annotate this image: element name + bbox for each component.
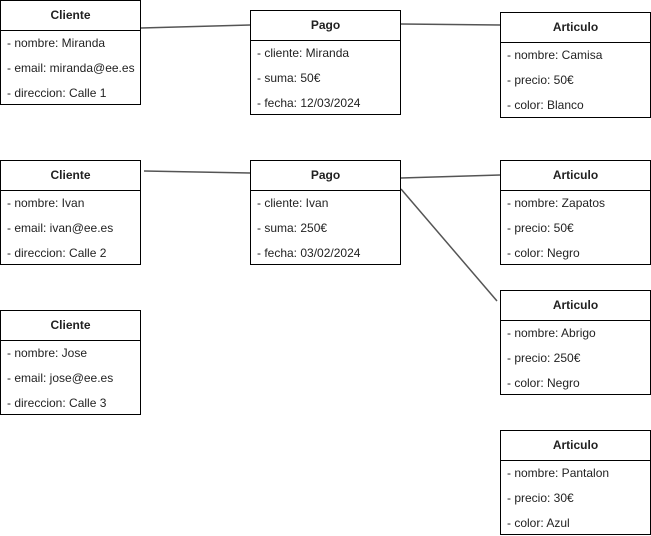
entity-title: Cliente — [1, 311, 140, 341]
field-direccion: - direccion: Calle 1 — [7, 86, 107, 100]
entity-title: Cliente — [1, 161, 140, 191]
field-color: - color: Negro — [507, 246, 580, 260]
field-suma: - suma: 50€ — [257, 71, 321, 85]
entity-title: Pago — [251, 161, 400, 191]
field-email: - email: miranda@ee.es — [7, 61, 135, 75]
connector-cliente-ivan-pago-ivan — [143, 170, 251, 174]
entity-pago-ivan[interactable]: Pago - cliente: Ivan - suma: 250€ - fech… — [250, 160, 401, 265]
connector-cliente-miranda-pago-miranda — [140, 24, 251, 29]
entity-cliente-jose[interactable]: Cliente - nombre: Jose - email: jose@ee.… — [0, 310, 141, 415]
field-precio: - precio: 30€ — [507, 491, 574, 505]
field-cliente: - cliente: Ivan — [257, 196, 329, 210]
entity-cliente-ivan[interactable]: Cliente - nombre: Ivan - email: ivan@ee.… — [0, 160, 141, 265]
entity-title: Articulo — [501, 13, 650, 43]
field-color: - color: Azul — [507, 516, 570, 530]
field-suma: - suma: 250€ — [257, 221, 328, 235]
field-nombre: - nombre: Zapatos — [507, 196, 606, 210]
field-nombre: - nombre: Pantalon — [507, 466, 610, 480]
field-precio: - precio: 50€ — [507, 221, 574, 235]
field-nombre: - nombre: Camisa — [507, 48, 603, 62]
field-nombre: - nombre: Miranda — [7, 36, 106, 50]
entity-articulo-pantalon[interactable]: Articulo - nombre: Pantalon - precio: 30… — [500, 430, 651, 535]
entity-articulo-camisa[interactable]: Articulo - nombre: Camisa - precio: 50€ … — [500, 12, 651, 118]
field-direccion: - direccion: Calle 2 — [7, 246, 107, 260]
entity-articulo-zapatos[interactable]: Articulo - nombre: Zapatos - precio: 50€… — [500, 160, 651, 265]
field-direccion: - direccion: Calle 3 — [7, 396, 107, 410]
entity-title: Articulo — [501, 161, 650, 191]
entity-title: Articulo — [501, 291, 650, 321]
entity-title: Pago — [251, 11, 400, 41]
field-precio: - precio: 250€ — [507, 351, 581, 365]
field-fecha: - fecha: 12/03/2024 — [257, 96, 361, 110]
field-fecha: - fecha: 03/02/2024 — [257, 246, 361, 260]
field-precio: - precio: 50€ — [507, 73, 574, 87]
field-email: - email: jose@ee.es — [7, 371, 114, 385]
entity-cliente-miranda[interactable]: Cliente - nombre: Miranda - email: miran… — [0, 0, 141, 105]
field-nombre: - nombre: Ivan — [7, 196, 85, 210]
connector-pago-miranda-articulo-camisa — [400, 23, 501, 26]
connector-pago-ivan-articulo-abrigo — [400, 188, 498, 302]
field-cliente: - cliente: Miranda — [257, 46, 350, 60]
entity-articulo-abrigo[interactable]: Articulo - nombre: Abrigo - precio: 250€… — [500, 290, 651, 395]
connector-pago-ivan-articulo-zapatos — [400, 174, 501, 179]
field-nombre: - nombre: Jose — [7, 346, 88, 360]
entity-title: Articulo — [501, 431, 650, 461]
field-nombre: - nombre: Abrigo — [507, 326, 596, 340]
entity-pago-miranda[interactable]: Pago - cliente: Miranda - suma: 50€ - fe… — [250, 10, 401, 115]
entity-title: Cliente — [1, 1, 140, 31]
field-color: - color: Blanco — [507, 98, 584, 112]
field-email: - email: ivan@ee.es — [7, 221, 114, 235]
field-color: - color: Negro — [507, 376, 580, 390]
